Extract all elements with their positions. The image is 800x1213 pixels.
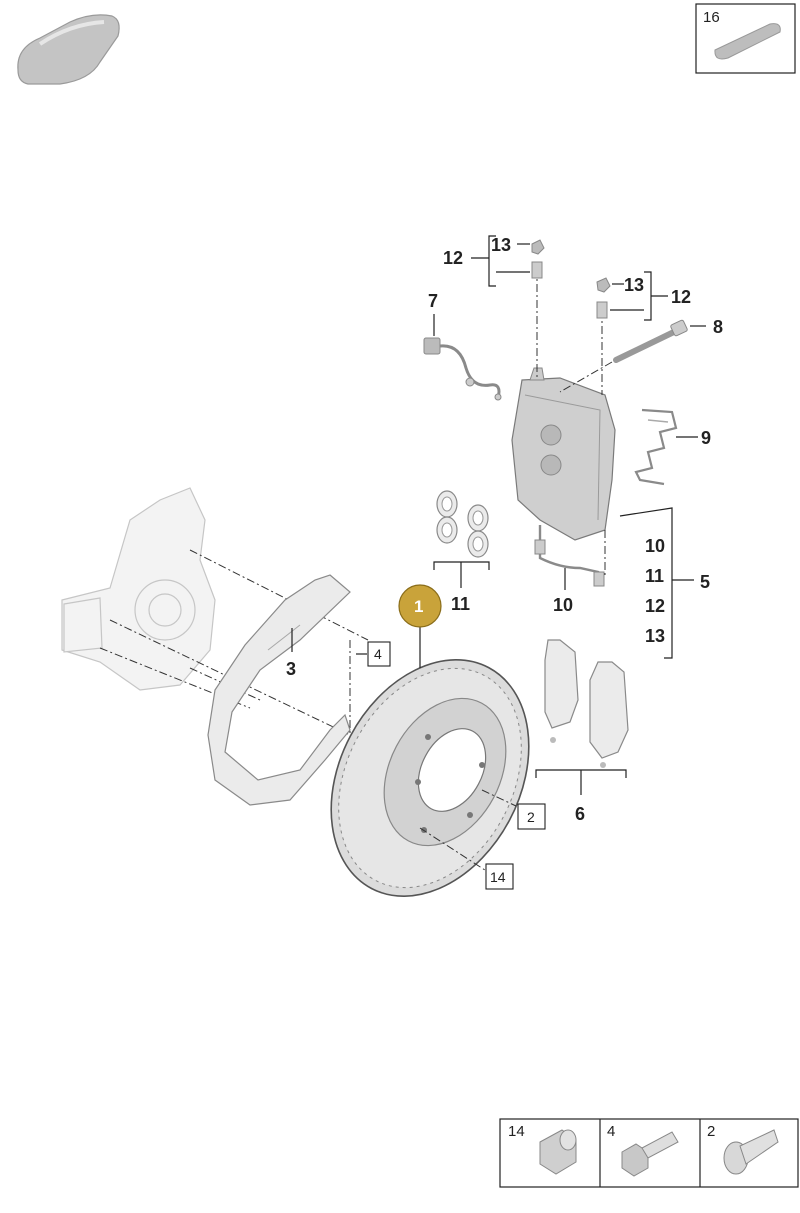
brake-pads: [544, 639, 629, 768]
brake-caliper: [511, 367, 616, 541]
callout-11-b[interactable]: 11: [645, 566, 664, 586]
bracket-5: [619, 507, 673, 659]
thumb-4-number: 4: [607, 1123, 615, 1140]
part-16-number: 16: [703, 9, 720, 26]
callout-13-b[interactable]: 13: [624, 275, 644, 295]
part-4-box[interactable]: 4: [356, 641, 391, 667]
box-4-number: 4: [374, 646, 382, 662]
thumb-14[interactable]: 14: [508, 1123, 577, 1175]
wheel-carrier-ghost: [61, 487, 216, 691]
thumb-2-number: 2: [707, 1123, 715, 1140]
bleed-valve-right: [596, 277, 611, 319]
callout-5[interactable]: 5: [700, 572, 710, 592]
highlighted-part-1-marker[interactable]: 1: [398, 584, 442, 628]
callout-12-b[interactable]: 12: [671, 287, 691, 307]
callout-6[interactable]: 6: [575, 804, 585, 824]
callout-10-a[interactable]: 10: [553, 595, 573, 615]
callout-12-c[interactable]: 12: [645, 596, 665, 616]
brake-disc: [330, 659, 530, 897]
bleed-valve-left: [531, 239, 545, 279]
box-2-number: 2: [527, 809, 535, 825]
pin-line: [559, 361, 613, 393]
retaining-pin: [613, 319, 688, 363]
callout-13-c[interactable]: 13: [645, 626, 665, 646]
part-16-box[interactable]: 16: [695, 3, 796, 74]
part-2-box[interactable]: 2: [517, 803, 546, 830]
callout-12-a[interactable]: 12: [443, 248, 463, 268]
leader-14: [419, 827, 489, 873]
brake-line: [534, 525, 605, 587]
callout-11-a[interactable]: 11: [451, 594, 470, 614]
car-model-icon[interactable]: [17, 14, 120, 85]
leader-2: [481, 789, 517, 807]
thumb-14-number: 14: [508, 1123, 525, 1140]
wear-sensor: [423, 337, 502, 401]
pad-spring: [634, 408, 678, 486]
seal-rings: [436, 490, 489, 558]
callout-9[interactable]: 9: [701, 428, 711, 448]
callout-13-a[interactable]: 13: [491, 235, 511, 255]
callout-3[interactable]: 3: [286, 659, 296, 679]
dust-shield: [207, 574, 351, 806]
highlighted-part-number: 1: [414, 597, 423, 616]
thumb-2[interactable]: 2: [707, 1123, 779, 1175]
bracket-12-right: [644, 271, 652, 321]
callout-8[interactable]: 8: [713, 317, 723, 337]
callout-7[interactable]: 7: [428, 291, 438, 311]
part-14-box[interactable]: 14: [485, 863, 514, 890]
thumb-4[interactable]: 4: [607, 1123, 679, 1177]
box-14-number: 14: [490, 869, 506, 885]
callout-10-b[interactable]: 10: [645, 536, 665, 556]
fastener-thumbnails: 14 4 2: [499, 1118, 799, 1188]
bracket-12-top: [488, 235, 496, 287]
